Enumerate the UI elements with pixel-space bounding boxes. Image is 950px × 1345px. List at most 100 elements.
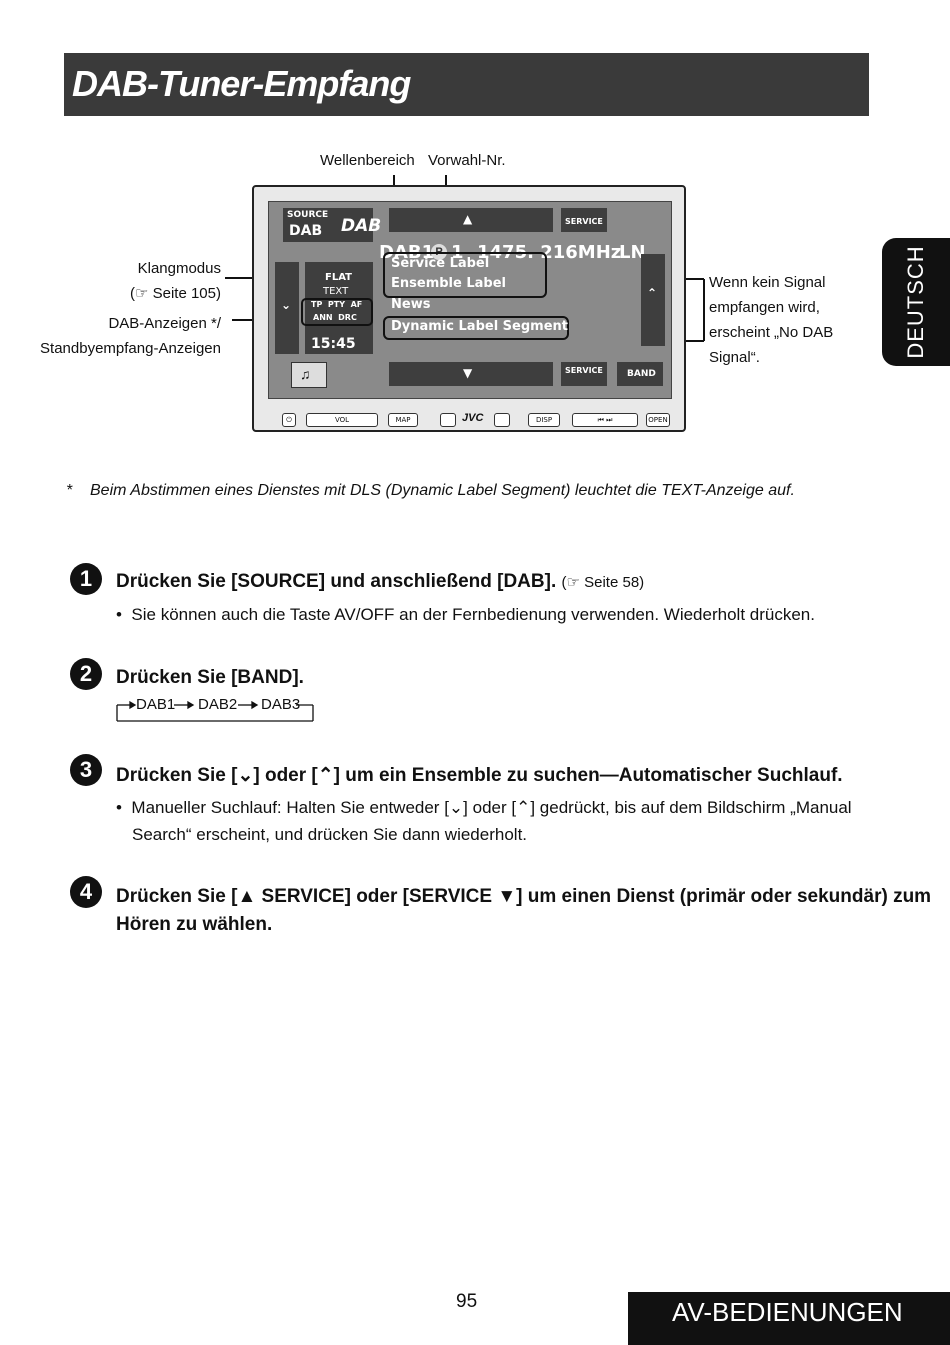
ln-readout: LN: [619, 242, 646, 263]
dab-small-label: DAB: [289, 223, 323, 239]
skip-buttons: ⏮ ⏭: [572, 413, 638, 427]
step-3-bullet-continuation: Search“ erscheint, und drücken Sie dann …: [132, 825, 528, 844]
language-tab: DEUTSCH: [882, 238, 950, 366]
step-4-head-c: ] um einen Dienst (primär oder sekundär)…: [516, 886, 932, 907]
ensemble-label: Ensemble Label: [391, 276, 506, 291]
music-note-icon: ♫: [300, 366, 311, 382]
page-title: DAB-Tuner-Empfang: [72, 63, 411, 104]
step-1-ref: (☞ Seite 58): [561, 574, 645, 591]
triangle-up-icon: ▲: [237, 886, 257, 907]
step-3-bullet-c: ] gedrückt, bis auf dem Bildschirm „Manu…: [530, 798, 852, 817]
step-4-head-a: Drücken Sie [: [116, 886, 238, 907]
callout-dab-anzeigen: DAB-Anzeigen */: [108, 315, 221, 332]
triangle-up-icon: ▲: [463, 212, 473, 226]
step-3-bullet: • Manueller Suchlauf: Halten Sie entwede…: [116, 798, 852, 817]
band-label: BAND: [627, 369, 656, 379]
footnote-marker: *: [66, 482, 73, 499]
ann-drc-row: ANN DRC: [313, 313, 357, 322]
flat-indicator: FLAT: [325, 272, 352, 283]
chevron-down-icon: ⌄: [448, 798, 464, 817]
step-4-heading: Drücken Sie [▲ SERVICE] oder [SERVICE ▼]…: [116, 886, 931, 908]
chevron-down-icon: ⌄: [281, 298, 292, 312]
step-3-head-a: Drücken Sie [: [116, 765, 238, 786]
service-top-label: SERVICE: [565, 217, 603, 226]
step-3-head-c: ] um ein Ensemble zu suchen—Automatische…: [333, 765, 843, 786]
step-1-bullet: • Sie können auch die Taste AV/OFF an de…: [116, 605, 815, 624]
band-button: BAND: [617, 362, 663, 386]
page-number: 95: [456, 1291, 478, 1312]
step-1-heading-text: Drücken Sie [SOURCE] und anschließend [D…: [116, 571, 557, 592]
text-indicator: TEXT: [323, 286, 349, 297]
clock-readout: 15:45: [311, 336, 356, 352]
labels-frame: [383, 252, 547, 298]
dab-indicators-frame: [301, 298, 373, 326]
dls-label: Dynamic Label Segment: [391, 319, 569, 334]
step-1-bullet-text: Sie können auch die Taste AV/OFF an der …: [131, 605, 815, 624]
step-3-head-b: ] oder [: [253, 765, 318, 786]
step-3-heading: Drücken Sie [⌄] oder [⌃] um ein Ensemble…: [116, 764, 843, 787]
media-icon: ♫: [291, 362, 327, 388]
source-label: SOURCE: [287, 210, 329, 220]
callout-wellenbereich: Wellenbereich: [320, 152, 415, 169]
volume-button: VOL: [306, 413, 378, 427]
open-button: OPEN: [646, 413, 670, 427]
dls-frame: [383, 316, 569, 340]
sequence-item-3: DAB3: [261, 696, 301, 713]
footnote-text: Beim Abstimmen eines Dienstes mit DLS (D…: [90, 482, 795, 499]
step-2-heading: Drücken Sie [BAND].: [116, 667, 304, 688]
sequence-item-2: DAB2: [198, 696, 238, 713]
triangle-down-icon: ▼: [497, 886, 517, 907]
service-top-button: SERVICE: [561, 208, 607, 232]
right-square-button: [494, 413, 510, 427]
disp-button: DISP: [528, 413, 560, 427]
indicator-block: FLAT TEXT TP PTY AF ANN DRC 15:45: [301, 262, 373, 354]
device-button-row: ⏻ VOL MAP JVC DISP ⏮ ⏭ OPEN: [262, 412, 678, 427]
step-4-heading-continuation: Hören zu wählen.: [116, 914, 273, 935]
chevron-up-icon: ⌃: [647, 286, 658, 300]
service-bottom-label: SERVICE: [565, 366, 603, 375]
chevron-down-icon: ⌄: [237, 765, 254, 786]
step-1-number: 1: [70, 563, 102, 595]
band-sequence: DAB1 DAB2 DAB3: [116, 696, 314, 722]
step-4-head-b: SERVICE] oder [SERVICE: [256, 886, 498, 907]
power-button: ⏻: [282, 413, 296, 427]
step-3-bullet-a: Manueller Suchlauf: Halten Sie entweder …: [131, 798, 449, 817]
source-block: SOURCE DAB DAB: [283, 208, 381, 242]
callout-no-signal-1: Wenn kein Signal: [709, 274, 826, 291]
callout-no-signal-4: Signal“.: [709, 349, 760, 366]
footer-section-bar: AV-BEDIENUNGEN: [628, 1292, 950, 1345]
tp-pty-af-row: TP PTY AF: [311, 300, 363, 309]
up-arrow-bar: ▲: [389, 208, 553, 232]
step-3-bullet-b: ] oder [: [463, 798, 517, 817]
device-screen: SOURCE DAB DAB ▲ SERVICE DAB1 P 1 1475. …: [268, 201, 672, 399]
callout-klangmodus: Klangmodus: [137, 260, 221, 277]
map-button: MAP: [388, 413, 418, 427]
step-4-number: 4: [70, 876, 102, 908]
callout-no-signal-2: empfangen wird,: [709, 299, 820, 316]
chevron-up-icon: ⌃: [317, 765, 334, 786]
dab-logo: DAB: [341, 216, 382, 236]
sequence-loop-lines: [116, 700, 314, 722]
triangle-down-icon: ▼: [463, 366, 473, 380]
service-label: Service Label: [391, 256, 490, 271]
callout-no-signal-3: erscheint „No DAB: [709, 324, 834, 341]
frequency-readout: 1475. 216MHz: [477, 242, 622, 263]
chevron-up-icon: ⌃: [516, 798, 531, 817]
left-scroll-bar: ⌄: [275, 262, 299, 354]
news-label: News: [391, 297, 431, 312]
right-scroll-bar: ⌃: [641, 254, 665, 346]
step-2-number: 2: [70, 658, 102, 690]
service-bottom-button: SERVICE: [561, 362, 607, 386]
step-1-heading: Drücken Sie [SOURCE] und anschließend [D…: [116, 571, 644, 593]
callout-standby: Standbyempfang-Anzeigen: [40, 340, 221, 357]
callout-vorwahl: Vorwahl-Nr.: [428, 152, 506, 169]
step-3-number: 3: [70, 754, 102, 786]
left-square-button: [440, 413, 456, 427]
callout-klangmodus-ref: (☞ Seite 105): [130, 285, 221, 302]
device-illustration: SOURCE DAB DAB ▲ SERVICE DAB1 P 1 1475. …: [252, 185, 686, 432]
down-arrow-bar: ▼: [389, 362, 553, 386]
sequence-item-1: DAB1: [136, 696, 176, 713]
footer-section-label: AV-BEDIENUNGEN: [672, 1297, 903, 1327]
title-bar: DAB-Tuner-Empfang: [64, 53, 869, 116]
jvc-logo: JVC: [462, 412, 484, 424]
